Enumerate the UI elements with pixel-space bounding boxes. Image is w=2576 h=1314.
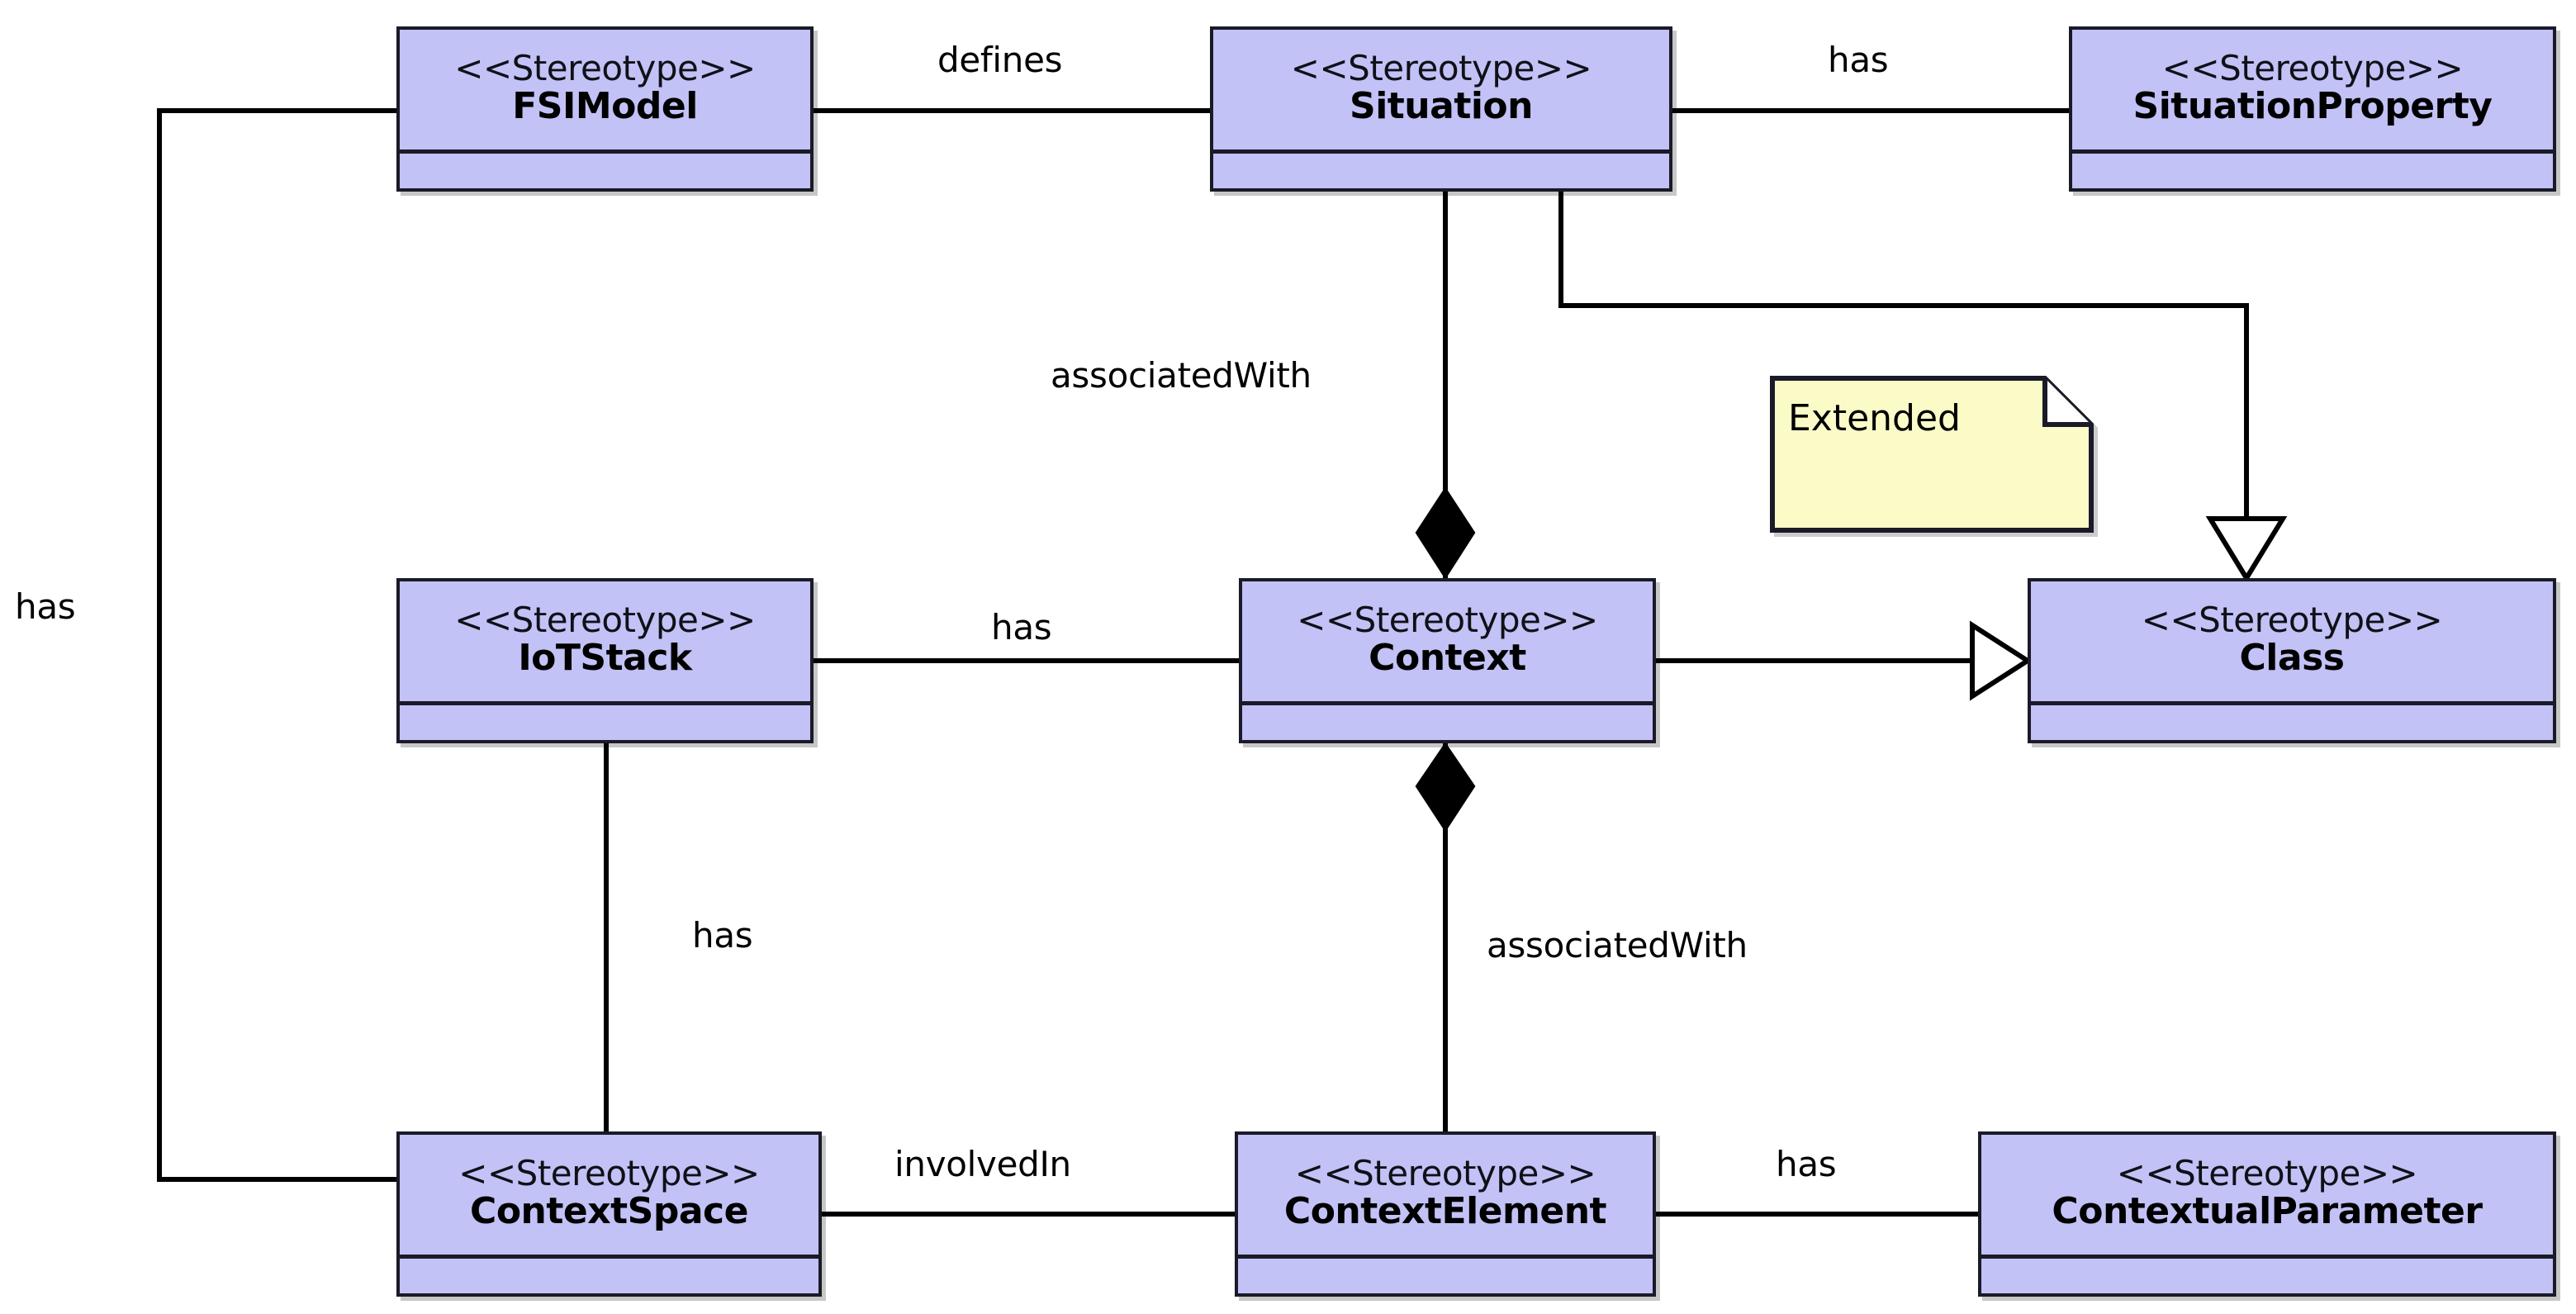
stereotype-label-contextspace: <<Stereotype>> <box>458 1153 760 1194</box>
class-header-contextualparameter: <<Stereotype>> ContextualParameter <box>1981 1135 2553 1259</box>
class-name-contextualparameter: ContextualParameter <box>2052 1190 2483 1233</box>
edge-label-has-situation-situationproperty: has <box>1828 40 1889 80</box>
edge-label-has-iotstack-context: has <box>991 607 1052 648</box>
class-header-context: <<Stereotype>> Context <box>1242 581 1653 705</box>
class-box-context[interactable]: <<Stereotype>> Context <box>1239 578 1656 743</box>
note-extended[interactable]: Extended <box>1770 376 2094 533</box>
class-name-iotstack: IoTStack <box>518 637 692 680</box>
class-box-iotstack[interactable]: <<Stereotype>> IoTStack <box>396 578 814 743</box>
class-compartment-class <box>2031 705 2553 740</box>
stereotype-label-contextualparameter: <<Stereotype>> <box>2116 1153 2418 1194</box>
class-compartment-iotstack <box>400 705 810 740</box>
class-compartment-context <box>1242 705 1653 740</box>
class-compartment-contextspace <box>400 1259 818 1293</box>
class-header-contextspace: <<Stereotype>> ContextSpace <box>400 1135 818 1259</box>
edge-label-has-fsimodel-contextspace: has <box>15 586 76 627</box>
class-box-situation[interactable]: <<Stereotype>> Situation <box>1210 26 1672 192</box>
stereotype-label-iotstack: <<Stereotype>> <box>454 600 756 641</box>
class-box-contextelement[interactable]: <<Stereotype>> ContextElement <box>1235 1131 1656 1297</box>
class-header-fsimodel: <<Stereotype>> FSIModel <box>400 30 810 154</box>
composition-diamond-context-contextelement <box>1415 742 1476 833</box>
class-header-contextelement: <<Stereotype>> ContextElement <box>1238 1135 1653 1259</box>
class-name-context: Context <box>1369 637 1526 680</box>
edge-fsimodel-contextspace <box>157 108 396 1182</box>
edge-label-associatedwith-context-contextelement: associatedWith <box>1487 925 1748 965</box>
generalization-arrow-context-class <box>1970 620 2033 701</box>
class-compartment-situationproperty <box>2072 154 2553 188</box>
class-box-class[interactable]: <<Stereotype>> Class <box>2028 578 2556 743</box>
class-header-situationproperty: <<Stereotype>> SituationProperty <box>2072 30 2553 154</box>
class-box-contextualparameter[interactable]: <<Stereotype>> ContextualParameter <box>1978 1131 2556 1297</box>
stereotype-label-contextelement: <<Stereotype>> <box>1294 1153 1596 1194</box>
stereotype-label-context: <<Stereotype>> <box>1297 600 1598 641</box>
class-name-contextelement: ContextElement <box>1283 1190 1607 1233</box>
class-name-situationproperty: SituationProperty <box>2132 85 2493 128</box>
class-header-class: <<Stereotype>> Class <box>2031 581 2553 705</box>
class-name-fsimodel: FSIModel <box>512 85 698 128</box>
stereotype-label-class: <<Stereotype>> <box>2141 600 2443 641</box>
stereotype-label-situation: <<Stereotype>> <box>1290 48 1592 89</box>
class-box-contextspace[interactable]: <<Stereotype>> ContextSpace <box>396 1131 822 1297</box>
note-text-extended: Extended <box>1788 397 1961 439</box>
class-compartment-contextualparameter <box>1981 1259 2553 1293</box>
generalization-arrow-situation-class <box>2205 516 2288 583</box>
class-name-situation: Situation <box>1350 85 1534 128</box>
edge-label-has-contextelement-contextualparameter: has <box>1776 1144 1837 1184</box>
class-compartment-fsimodel <box>400 154 810 188</box>
class-box-situationproperty[interactable]: <<Stereotype>> SituationProperty <box>2069 26 2556 192</box>
class-header-situation: <<Stereotype>> Situation <box>1213 30 1669 154</box>
class-compartment-situation <box>1213 154 1669 188</box>
class-compartment-contextelement <box>1238 1259 1653 1293</box>
edge-label-has-iotstack-contextspace: has <box>692 915 753 956</box>
edge-label-involvedin: involvedIn <box>894 1144 1071 1184</box>
class-box-fsimodel[interactable]: <<Stereotype>> FSIModel <box>396 26 814 192</box>
stereotype-label-fsimodel: <<Stereotype>> <box>454 48 756 89</box>
class-name-class: Class <box>2239 637 2345 680</box>
edge-label-associatedwith-situation-context: associatedWith <box>1051 355 1312 396</box>
class-name-contextspace: ContextSpace <box>470 1190 748 1233</box>
stereotype-label-situationproperty: <<Stereotype>> <box>2161 48 2464 89</box>
class-header-iotstack: <<Stereotype>> IoTStack <box>400 581 810 705</box>
composition-diamond-situation-context <box>1415 486 1476 580</box>
edge-label-defines: defines <box>937 40 1063 80</box>
